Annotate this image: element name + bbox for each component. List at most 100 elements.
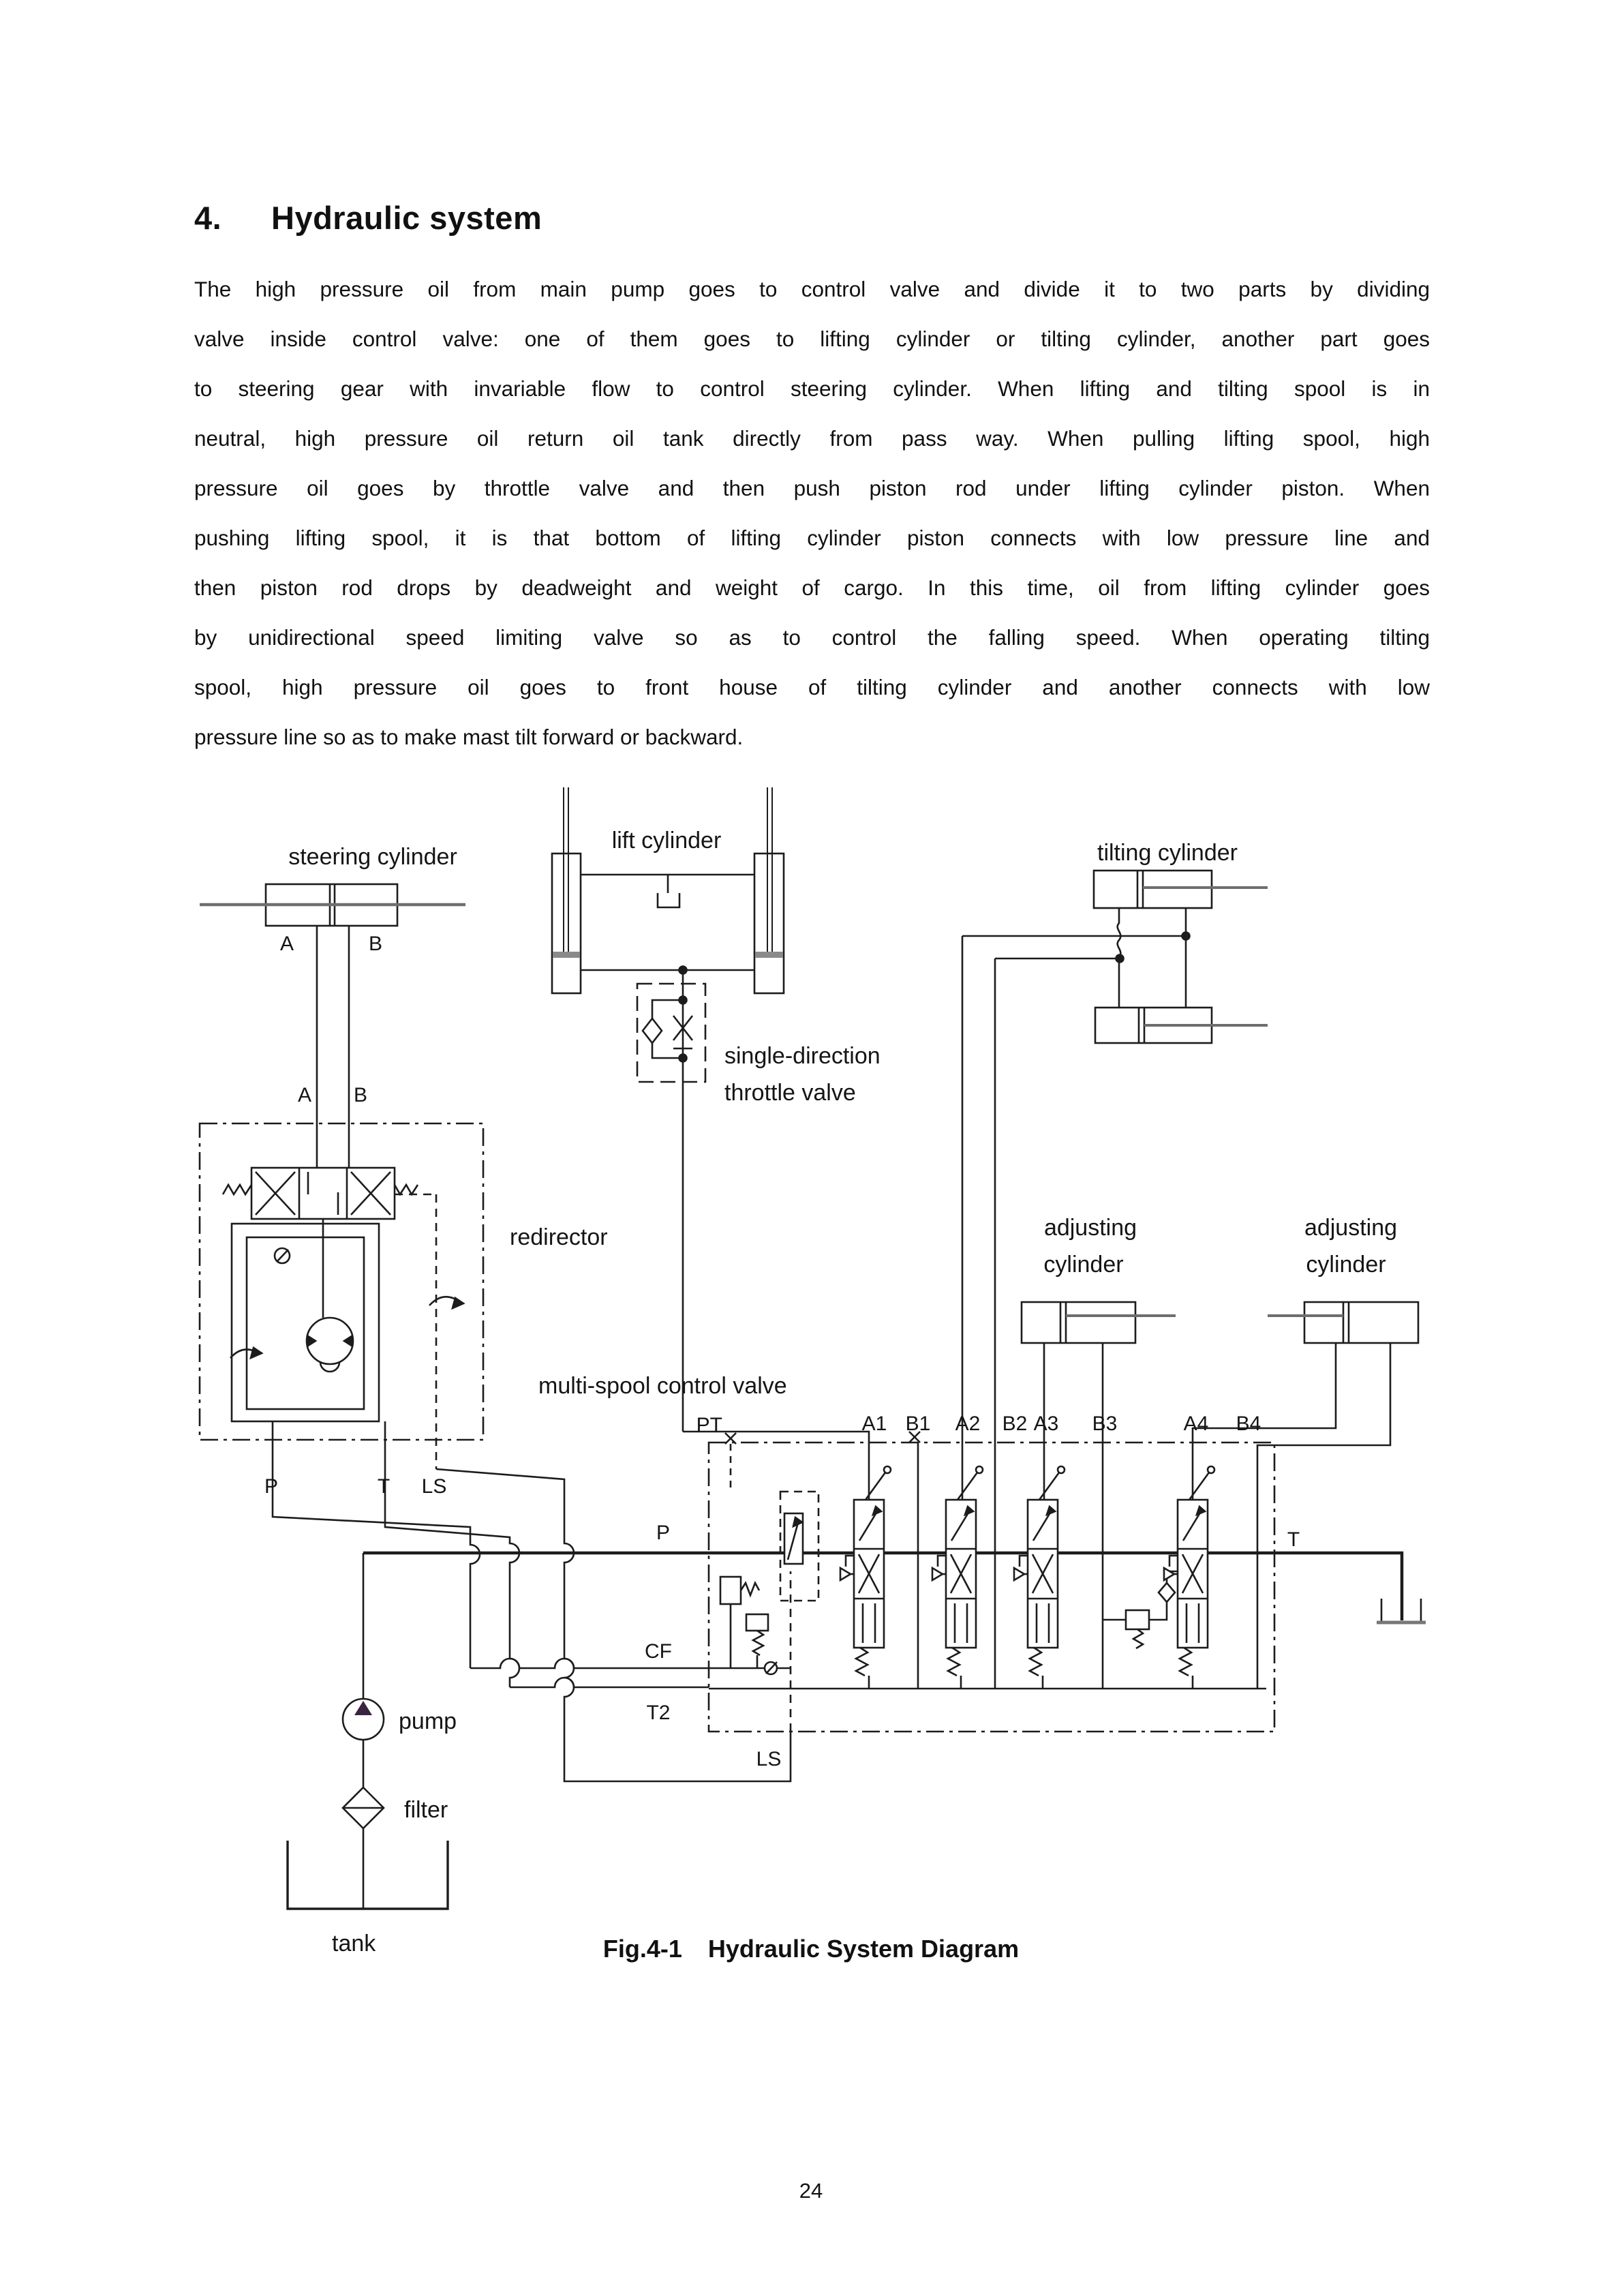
p-main-line [363,1551,1404,1620]
lever-icon [1038,1472,1060,1500]
relief-valve-symbol [719,1575,761,1668]
port-label-b1: B1 [906,1413,931,1435]
port-label-a4: A4 [1184,1413,1209,1435]
load-check-icon [839,1566,853,1582]
port-label-b: B [369,933,382,955]
spool-section-1 [839,1465,892,1689]
paragraph-line: valve inside control valve: one of them … [194,327,1430,351]
ls-line [435,1468,792,1783]
filter-label: filter [404,1797,448,1823]
port-label-a: A [280,933,294,955]
multi-spool-control-valve [707,1431,1276,1733]
filter-symbol [341,1786,385,1909]
a1-line [683,1430,870,1500]
paragraph-line: pushing lifting spool, it is that bottom… [194,526,1430,550]
pump-symbol [341,1697,385,1787]
port-label-b2: B2 [1003,1413,1028,1435]
tank-symbol [286,1841,449,1910]
port-label-t: T [1287,1528,1300,1551]
paragraph-line: The high pressure oil from main pump goe… [194,277,1430,301]
pump-triangle-icon [354,1701,372,1715]
load-check-icon [1163,1566,1176,1582]
spring-icon [1028,1646,1044,1689]
spring-icon [393,1183,419,1196]
spring-icon [854,1646,870,1689]
page-number: 24 [799,2179,823,2203]
multi-spool-valve-label: multi-spool control valve [538,1373,787,1399]
pipe-jump-icon [1116,908,1122,1008]
adjusting-cylinder-2-symbol [1191,1301,1420,1500]
steering-cylinder-symbol [200,883,465,1168]
load-check-icon [931,1566,945,1582]
section-number: 4. [194,200,222,236]
redirector-label: redirector [510,1224,608,1250]
figure-caption: Fig.4-1 Hydraulic System Diagram [0,1935,1622,1963]
port-label-b3: B3 [1092,1413,1118,1435]
pump-label: pump [399,1708,457,1734]
body-paragraph: The high pressure oil from main pump goe… [194,265,1430,762]
port-label-a1: A1 [862,1413,887,1435]
check-valve-icon [641,1016,663,1045]
port-label-t2: T2 [646,1702,670,1724]
lever-icon [956,1472,979,1500]
port-label-a2: A2 [955,1413,981,1435]
spool-section-3 [1013,1465,1066,1689]
port-label-a: A [298,1084,311,1106]
port-label-ls: LS [422,1475,447,1498]
spring-icon [1178,1646,1194,1689]
port-label-b4: B4 [1236,1413,1261,1435]
load-check-icon [1013,1566,1026,1582]
port-label-a3: A3 [1034,1413,1059,1435]
t-port-line [384,1421,521,1687]
p-port-line [271,1421,481,1668]
priority-valve-symbol [779,1490,820,1602]
lever-icon [864,1472,887,1500]
pipe-routing [271,1421,1404,1783]
paragraph-line: by unidirectional speed limiting valve s… [194,625,1430,650]
figure-caption-prefix: Fig.4-1 [602,1935,682,1963]
paragraph-line: neutral, high pressure oil return oil ta… [194,426,1430,451]
lift-cylinder-label: lift cylinder [612,828,722,854]
paragraph-line: spool, high pressure oil goes to front h… [194,675,1430,699]
adjusting-cylinder-2-label: adjusting [1304,1215,1397,1241]
paragraph-line: pressure line so as to make mast tilt fo… [194,725,744,749]
b4-line [1256,1343,1392,1500]
tank-label: tank [332,1931,376,1957]
adjusting-cylinder-1-label: adjusting [1044,1215,1137,1241]
paragraph-line: to steering gear with invariable flow to… [194,376,1430,401]
gerotor-icon [305,1316,354,1365]
paragraph-line: pressure oil goes by throttle valve and … [194,476,1430,500]
adjusting-cylinder-1-label: cylinder [1043,1252,1123,1278]
adjusting-cylinder-1-symbol [1020,1301,1176,1500]
steering-cylinder-label: steering cylinder [288,844,457,870]
t2-line [510,1676,709,1689]
spool-section-4 [1163,1465,1216,1689]
port-label-p: P [656,1522,670,1544]
spool-section-2 [931,1465,984,1689]
spring-icon [946,1646,962,1689]
anchor-icon [656,893,681,909]
tilting-cylinder-label: tilting cylinder [1097,840,1238,866]
figure-caption-title: Hydraulic System Diagram [707,1935,1020,1963]
port-label-pt: PT [697,1414,722,1436]
port-label-cf: CF [645,1640,672,1663]
throttle-valve-label: throttle valve [724,1080,856,1106]
tilting-cylinder-symbol [961,869,1268,1500]
relief-valve-symbol [745,1613,769,1668]
section-title: Hydraulic system [271,200,542,236]
throttle-valve-symbol [636,970,870,1500]
port-label-ls: LS [756,1748,782,1770]
paragraph-line: then piston rod drops by deadweight and … [194,575,1430,600]
port-label-t: T [378,1475,390,1498]
adjusting-cylinder-2-label: cylinder [1306,1252,1386,1278]
throttle-valve-label: single-direction [724,1043,881,1069]
port-label-p: P [264,1475,278,1498]
lift-cylinder-symbol [551,787,785,995]
relief-valve-symbol [1103,1570,1178,1650]
lever-icon [1188,1472,1210,1500]
spring-icon [221,1183,253,1196]
port-label-b: B [354,1084,367,1106]
right-tank-symbol [1377,1599,1426,1625]
